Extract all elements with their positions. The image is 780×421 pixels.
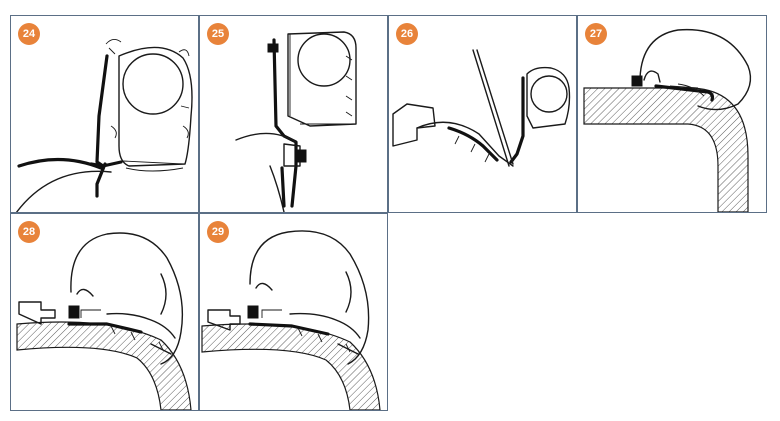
step-badge: 29 bbox=[207, 221, 229, 243]
step-badge: 25 bbox=[207, 23, 229, 45]
diagram-panel-26: 26 bbox=[388, 15, 577, 213]
step-badge: 28 bbox=[18, 221, 40, 243]
awning-adapter-drawing bbox=[392, 49, 571, 167]
awning-adapter-drawing bbox=[235, 31, 357, 212]
diagram-panel-29: 29 bbox=[199, 213, 388, 411]
step-badge: 26 bbox=[396, 23, 418, 45]
awning-adapter-drawing bbox=[16, 232, 192, 410]
awning-adapter-drawing bbox=[15, 39, 193, 212]
diagram-panel-28: 28 bbox=[10, 213, 199, 411]
diagram-panel-25: 25 bbox=[199, 15, 388, 213]
step-badge: 24 bbox=[18, 23, 40, 45]
awning-adapter-drawing bbox=[583, 28, 752, 212]
diagram-panel-27: 27 bbox=[577, 15, 767, 213]
step-badge: 27 bbox=[585, 23, 607, 45]
diagram-panel-24: 24 bbox=[10, 15, 199, 213]
awning-adapter-drawing bbox=[201, 230, 381, 410]
